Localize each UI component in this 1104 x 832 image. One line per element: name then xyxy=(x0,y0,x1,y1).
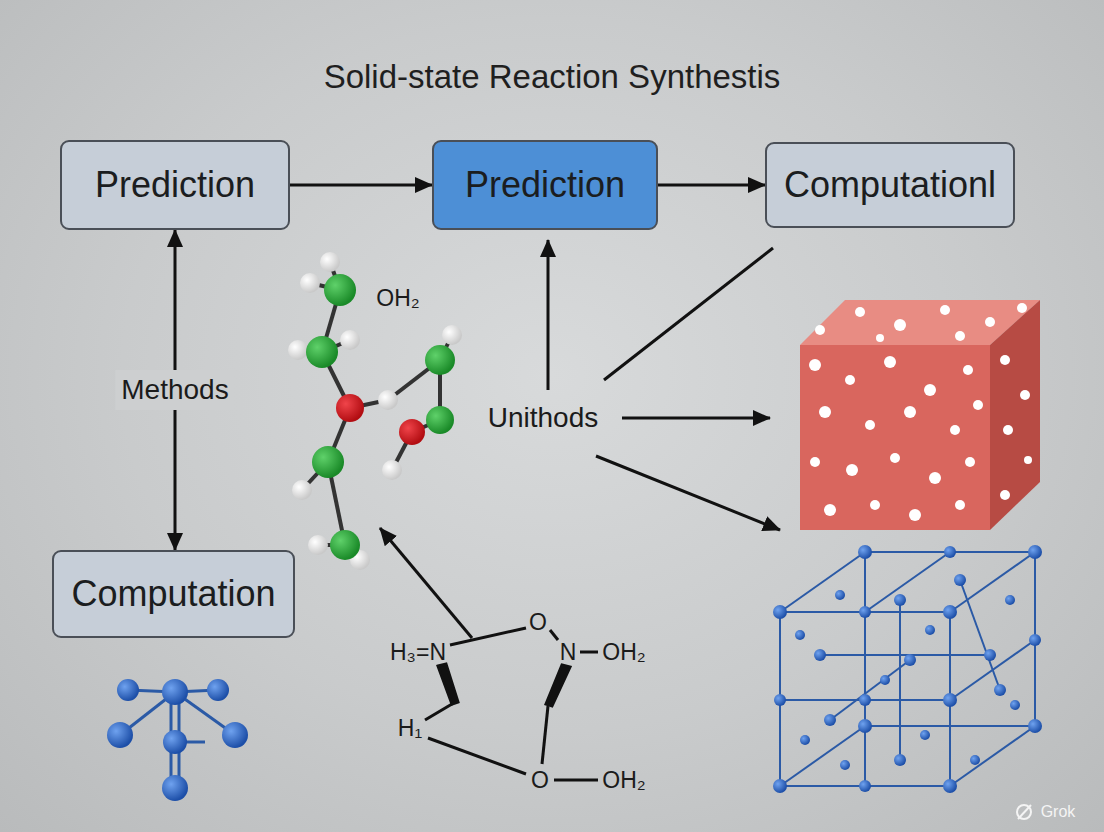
atom-label: OH₂ xyxy=(376,285,419,312)
atom-label: H₃=N xyxy=(390,639,446,666)
watermark: Grok xyxy=(1041,803,1076,821)
process-label: Unithods xyxy=(488,402,599,434)
atom-label: O xyxy=(531,767,549,794)
atom-label: OH₂ xyxy=(602,639,645,666)
box-text: Prediction xyxy=(95,164,255,206)
crystal-cube xyxy=(800,300,1040,530)
watermark-icon xyxy=(1017,805,1031,819)
molecule-model xyxy=(288,252,462,570)
crystal-lattice xyxy=(773,545,1042,793)
atom-label: O xyxy=(529,609,547,636)
formula-bonds xyxy=(425,628,598,780)
box-text: Computationl xyxy=(784,164,996,206)
connector-arrow xyxy=(290,184,432,187)
leader-arrows xyxy=(380,240,780,638)
atom-label: N xyxy=(560,639,577,666)
network-icon xyxy=(107,679,248,801)
process-box: Computation xyxy=(52,550,295,638)
connector-arrow xyxy=(658,184,765,187)
box-text: Prediction xyxy=(465,164,625,206)
box-text: Computation xyxy=(71,573,275,615)
diagram-title: Solid-state Reaction Synthestis xyxy=(0,58,1104,96)
process-box: Prediction xyxy=(432,140,658,230)
connector-label: Methods xyxy=(115,370,234,410)
atom-label: OH₂ xyxy=(602,767,645,794)
process-box: Prediction xyxy=(60,140,290,230)
atom-label: H₁ xyxy=(398,715,422,742)
process-box: Computationl xyxy=(765,142,1015,228)
